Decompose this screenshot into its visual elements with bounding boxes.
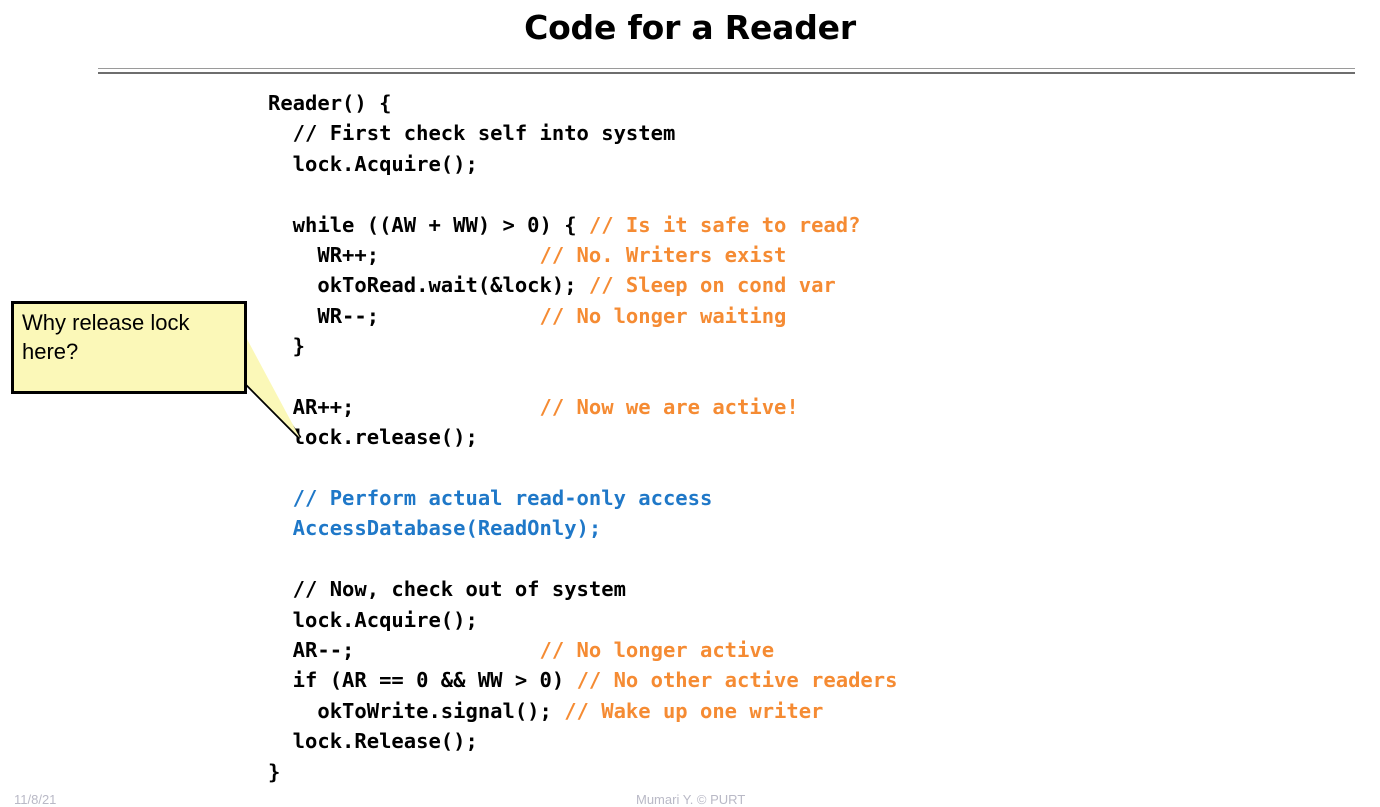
code-line: WR++; // No. Writers exist [268,240,897,270]
footer-attribution: Mumari Y. © PURT [636,792,746,807]
code-comment: // No other active readers [576,668,898,693]
code-text: lock.release(); [268,425,478,450]
code-text: AR--; [268,638,540,663]
code-text: WR++; [268,242,540,267]
code-line [268,544,897,574]
code-text: okToWrite.signal(); [268,698,565,723]
code-line: if (AR == 0 && WW > 0) // No other activ… [268,665,898,695]
code-line: okToWrite.signal(); // Wake up one write… [268,696,897,726]
code-text: AccessDatabase(ReadOnly); [268,516,602,541]
code-text: WR--; [268,303,540,328]
code-line [268,453,897,483]
code-line: okToRead.wait(&lock); // Sleep on cond v… [268,270,897,300]
code-line: lock.Acquire(); [268,605,897,635]
code-text: okToRead.wait(&lock); [268,273,589,298]
divider-line-bottom [98,72,1355,74]
code-line [268,362,897,392]
code-text: lock.Acquire(); [268,607,478,632]
divider-line-top [98,68,1355,69]
code-comment: // Sleep on cond var [588,273,836,298]
code-line: while ((AW + WW) > 0) { // Is it safe to… [268,210,897,240]
title-divider [98,68,1355,74]
code-line: AR--; // No longer active [268,635,897,665]
code-line: WR--; // No longer waiting [268,301,897,331]
code-listing: Reader() { // First check self into syst… [268,88,897,787]
code-comment: // Now we are active! [539,394,799,419]
code-text: if (AR == 0 && WW > 0) [268,668,577,693]
code-text: lock.Acquire(); [268,151,478,176]
code-text: lock.Release(); [268,729,478,754]
code-text: // Now, check out of system [268,577,626,602]
code-text: // First check self into system [268,121,676,146]
code-comment: // Is it safe to read? [588,212,861,237]
code-text: while ((AW + WW) > 0) { [268,212,589,237]
code-comment: // Wake up one writer [564,698,824,723]
code-line: Reader() { [268,88,897,118]
callout-box [11,301,247,394]
code-comment: // No. Writers exist [539,242,787,267]
code-line: lock.release(); [268,422,897,452]
code-line: AR++; // Now we are active! [268,392,897,422]
code-comment: // No longer active [539,638,775,663]
code-line: // Now, check out of system [268,574,897,604]
code-text: } [268,759,281,784]
code-text: } [268,334,306,359]
code-text: // Perform actual read-only access [268,486,713,511]
code-text: Reader() { [268,91,392,115]
callout-why-release-lock: Why release lock here? [11,301,247,394]
code-line [268,179,897,209]
code-line: } [268,331,897,361]
page-title: Code for a Reader [524,8,856,47]
code-line: AccessDatabase(ReadOnly); [268,513,897,543]
callout-text: Why release lock here? [22,310,190,364]
code-line: lock.Release(); [268,726,897,756]
code-text: AR++; [268,394,540,419]
code-line: // First check self into system [268,118,897,148]
code-comment: // No longer waiting [539,303,787,328]
code-line: lock.Acquire(); [268,149,897,179]
footer-date: 11/8/21 [14,792,57,807]
code-line: } [268,757,897,787]
code-line: // Perform actual read-only access [268,483,897,513]
